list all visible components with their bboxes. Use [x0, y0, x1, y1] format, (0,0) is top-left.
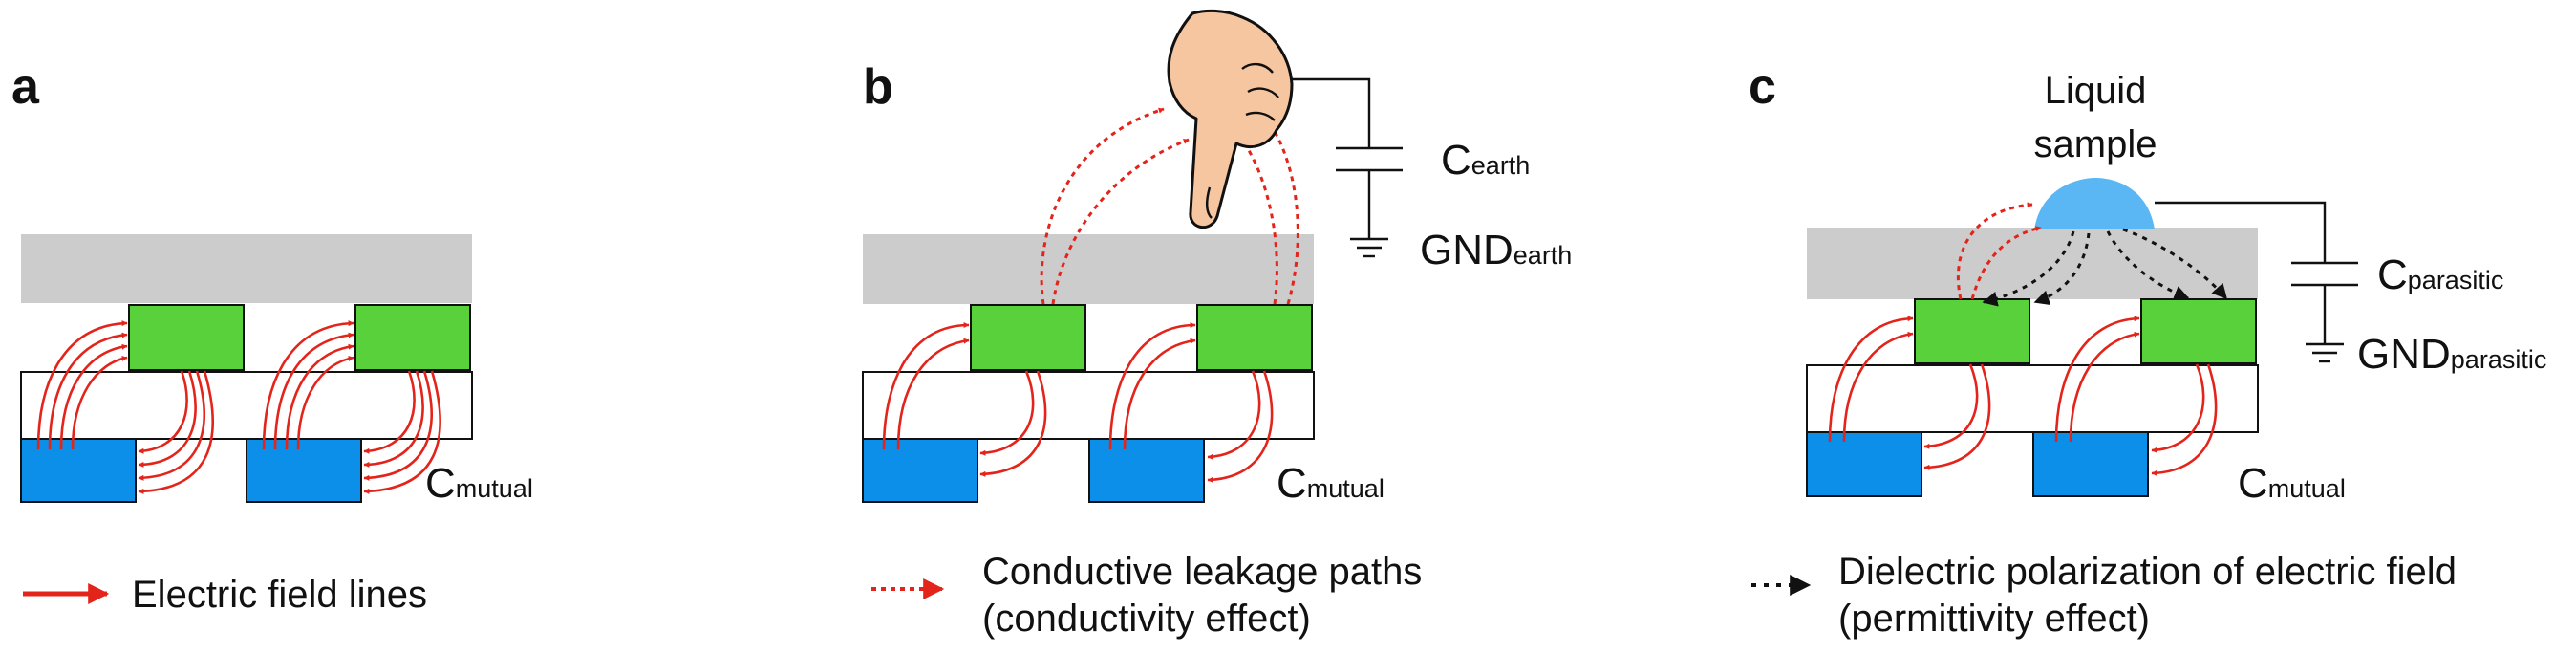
earth-capacitance-label: Cearth: [1441, 137, 1530, 184]
legend-text: Electric field lines: [132, 574, 427, 616]
cover-layer: [863, 234, 1314, 304]
panel-label-a: a: [11, 59, 40, 115]
earth-ground-label: GNDearth: [1420, 227, 1572, 273]
legend-electric-field: Electric field lines: [23, 574, 427, 616]
legend-text-line2: (conductivity effect): [982, 598, 1311, 640]
bottom-electrode: [863, 439, 977, 502]
liquid-droplet: [2034, 178, 2155, 229]
legend-text-line1: Dielectric polarization of electric fiel…: [1838, 551, 2457, 593]
parasitic-capacitance-label: Cparasitic: [2377, 251, 2503, 298]
cover-layer: [1807, 228, 2258, 299]
parasitic-ground-label: GNDparasitic: [2357, 331, 2546, 378]
bottom-electrode: [1807, 432, 1921, 496]
substrate-layer: [21, 372, 472, 439]
top-electrode: [2141, 299, 2256, 363]
top-electrode: [1915, 299, 2029, 363]
legend-text-line2: (permittivity effect): [1838, 598, 2150, 640]
mutual-capacitance-label: Cmutual: [2238, 460, 2346, 507]
cover-layer: [21, 234, 472, 303]
top-electrode: [355, 305, 470, 370]
substrate-layer: [863, 372, 1314, 439]
liquid-sample-label-line1: Liquid: [2045, 70, 2147, 112]
legend-dielectric-polarization: Dielectric polarization of electric fiel…: [1751, 551, 2457, 640]
panel-a: a Cmutual Electric fie: [11, 59, 533, 616]
panel-c: c Liquid sample: [1749, 59, 2546, 640]
panel-label-c: c: [1749, 59, 1776, 115]
ground-icon: [2306, 344, 2344, 361]
mutual-capacitance-label: Cmutual: [1277, 460, 1385, 507]
liquid-sample-label-line2: sample: [2034, 123, 2157, 165]
legend-text-line1: Conductive leakage paths: [982, 551, 1422, 593]
ground-icon: [1350, 239, 1388, 256]
panel-label-b: b: [863, 59, 893, 115]
top-electrode: [1197, 305, 1312, 370]
legend-conductive-leakage: Conductive leakage paths (conductivity e…: [871, 551, 1422, 640]
bottom-electrode: [1089, 439, 1204, 502]
bottom-electrode: [2033, 432, 2148, 496]
panel-b: b: [863, 11, 1572, 640]
top-electrode: [971, 305, 1085, 370]
top-electrode: [129, 305, 244, 370]
mutual-capacitance-label: Cmutual: [425, 460, 533, 507]
pointing-finger-icon: [1169, 11, 1292, 227]
earth-capacitor-circuit: [1292, 79, 1403, 256]
substrate-layer: [1807, 365, 2258, 432]
